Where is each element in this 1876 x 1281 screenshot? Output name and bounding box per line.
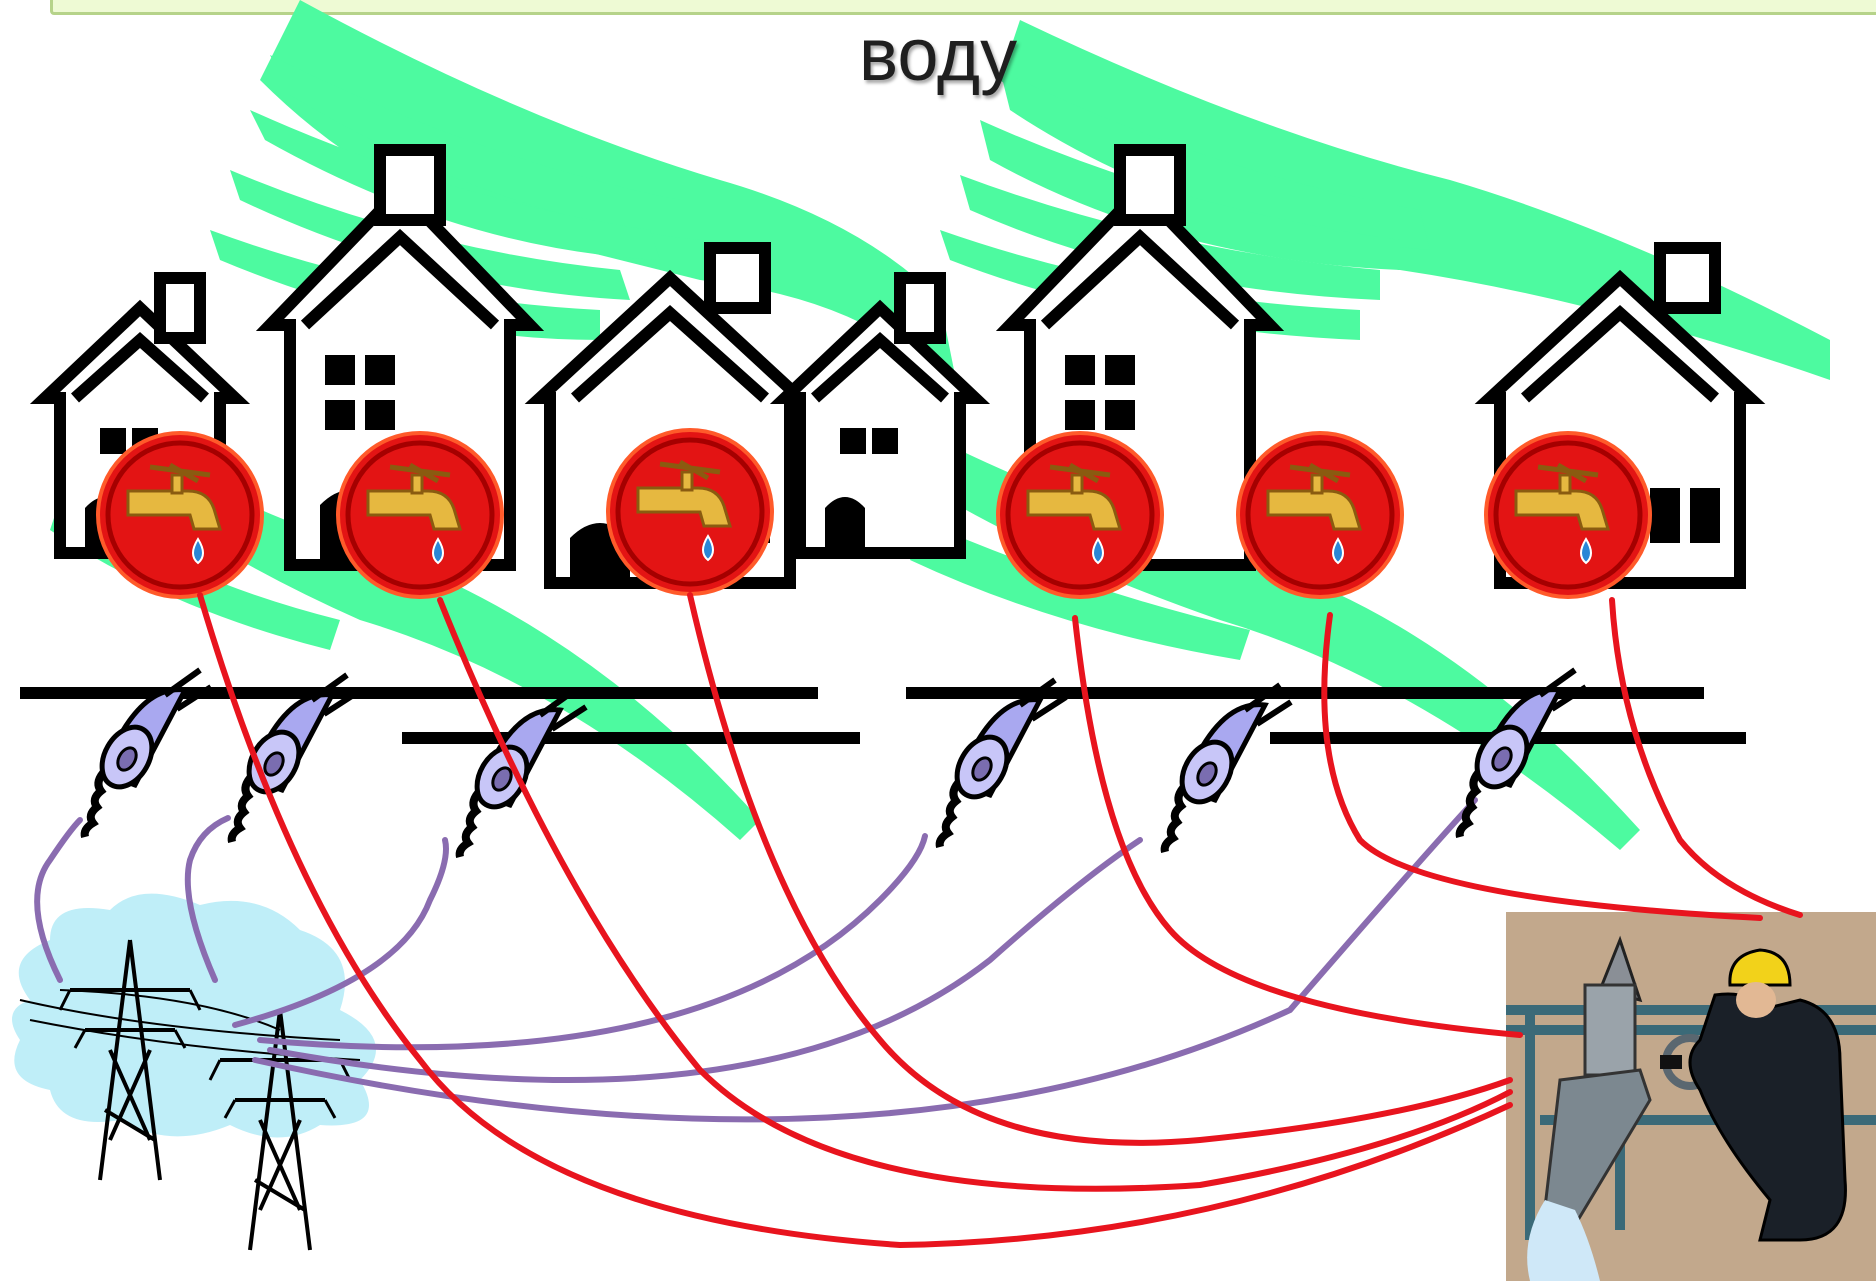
- faucet-icon: [98, 433, 262, 597]
- faucet-icon: [998, 433, 1162, 597]
- slide-caption: воду: [858, 13, 1018, 96]
- faucet-icon: [1238, 433, 1402, 597]
- plumber-worker-icon: [1506, 912, 1876, 1281]
- cloud-shape: [12, 893, 376, 1138]
- faucet-icon: [338, 433, 502, 597]
- electric-plug-icon: [232, 675, 358, 842]
- title-banner: [50, 0, 1876, 15]
- house-icon: [785, 278, 975, 553]
- power-station: [12, 893, 376, 1252]
- faucet-icon: [608, 430, 772, 594]
- faucet-icon: [1486, 433, 1650, 597]
- electric-plug-icon: [940, 680, 1066, 847]
- power-cords: [34, 797, 1478, 1123]
- electric-plug-icon: [460, 690, 586, 857]
- electric-plug-icon: [1165, 685, 1291, 852]
- water-pipes: [197, 592, 1803, 1249]
